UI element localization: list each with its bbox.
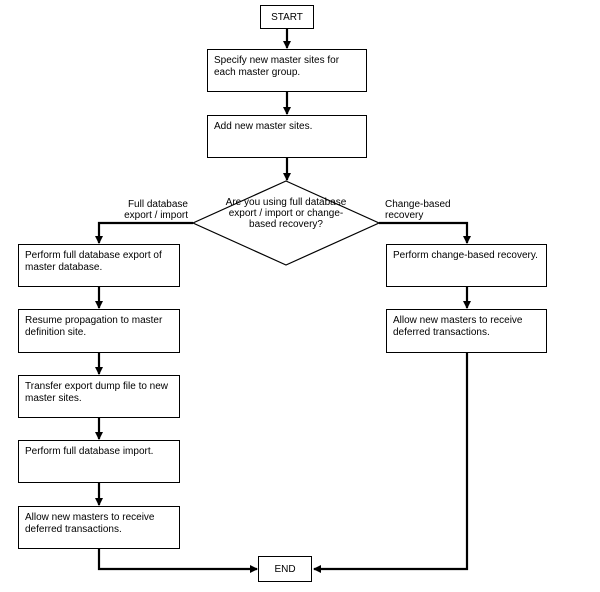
transfer-label: Transfer export dump file to new master … (25, 381, 169, 404)
allow-right-label: Allow new masters to receive deferred tr… (393, 315, 523, 338)
allow-left-label: Allow new masters to receive deferred tr… (25, 512, 155, 535)
resume-propagation-box: Resume propagation to master definition … (18, 309, 180, 353)
add-label: Add new master sites. (214, 121, 313, 132)
perform-import-label: Perform full database import. (25, 446, 154, 457)
arrow-right-end (313, 353, 469, 573)
add-master-sites-box: Add new master sites. (207, 115, 367, 158)
perform-import-box: Perform full database import. (18, 440, 180, 483)
perform-export-box: Perform full database export of master d… (18, 244, 180, 287)
transfer-dump-box: Transfer export dump file to new master … (18, 375, 180, 418)
end-node: END (258, 556, 312, 582)
perform-change-recovery-box: Perform change-based recovery. (386, 244, 547, 287)
arrow-decision-left (95, 221, 193, 244)
decision-text: Are you using full database export / imp… (225, 197, 347, 230)
arrow-decision-right (379, 221, 471, 244)
allow-masters-right-box: Allow new masters to receive deferred tr… (386, 309, 547, 353)
arrow-left-end (97, 549, 258, 573)
resume-label: Resume propagation to master definition … (25, 315, 163, 338)
end-label: END (274, 563, 296, 575)
perform-change-label: Perform change-based recovery. (393, 250, 538, 261)
start-node: START (260, 5, 314, 29)
allow-masters-left-box: Allow new masters to receive deferred tr… (18, 506, 180, 549)
branch-right-label: Change-based recovery (385, 199, 451, 221)
specify-master-sites-box: Specify new master sites for each master… (207, 49, 367, 92)
specify-label: Specify new master sites for each master… (214, 55, 340, 78)
decision-diamond (191, 180, 381, 266)
branch-left-label: Full database export / import (124, 199, 188, 221)
perform-export-label: Perform full database export of master d… (25, 250, 162, 273)
start-label: START (271, 11, 303, 23)
